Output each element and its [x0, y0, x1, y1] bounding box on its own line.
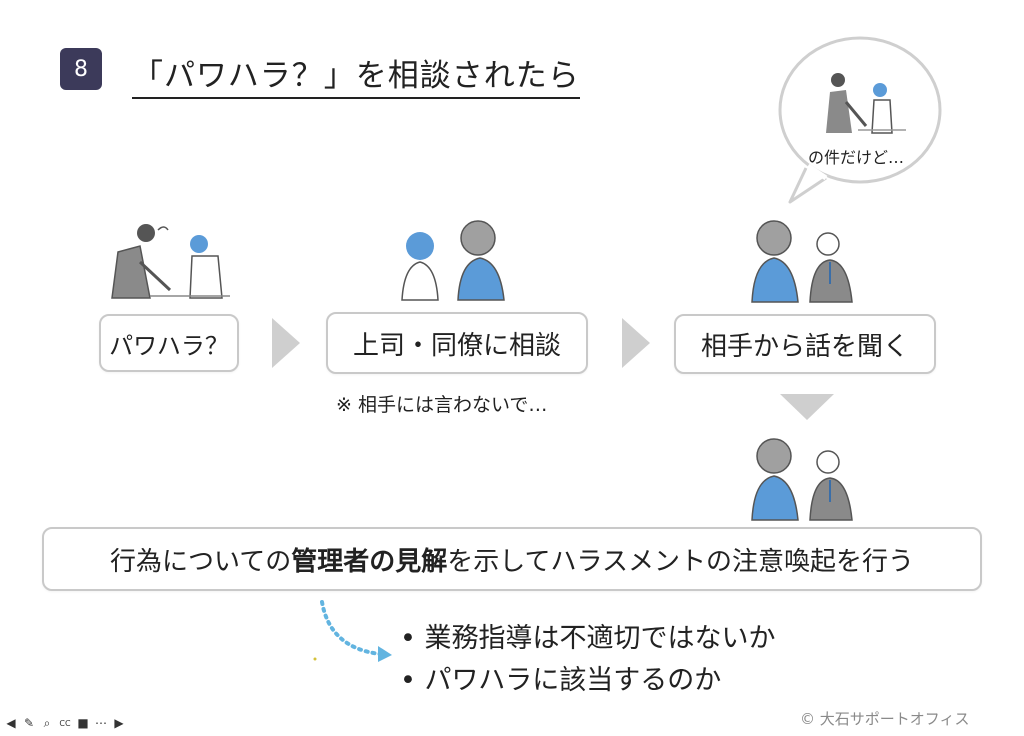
flow-arrow-right-2 [622, 318, 650, 368]
camera-icon[interactable]: ■ [77, 716, 89, 730]
step-label: 相手から話を聞く [700, 331, 909, 362]
step-box-consult: 上司・同僚に相談 [326, 312, 588, 374]
step-box-powerharassment: パワハラ？ [99, 314, 239, 372]
pen-icon[interactable]: ✎ [23, 716, 35, 730]
slide-title: 「パワハラ？」を相談されたら [132, 50, 580, 99]
listening-illustration-bottom [751, 438, 853, 521]
listening-illustration-top [751, 220, 853, 303]
flow-arrow-down [780, 394, 834, 420]
flow-arrow-right-1 [272, 318, 300, 368]
presentation-toolbar: ◀ ✎ ⌕ CC ■ ⋯ ▶ [4, 715, 126, 731]
slide-number-badge: 8 [60, 48, 102, 90]
captions-icon[interactable]: CC [59, 718, 71, 728]
bullet-list: • 業務指導は不適切ではないか • パワハラに該当するのか [400, 618, 776, 702]
speech-bubble [778, 36, 942, 204]
action-box: 行為についての管理者の見解を示してハラスメントの注意喚起を行う [42, 527, 982, 591]
step-box-hear-other-party: 相手から話を聞く [674, 314, 936, 374]
action-prefix: 行為についての [110, 546, 292, 577]
list-item: • パワハラに該当するのか [400, 665, 722, 696]
scolding-illustration [111, 224, 230, 299]
forward-icon[interactable]: ▶ [114, 716, 124, 730]
action-bold: 管理者の見解 [291, 546, 448, 577]
zoom-icon[interactable]: ⌕ [43, 715, 51, 730]
back-icon[interactable]: ◀ [6, 716, 16, 730]
note-text: ※ 相手には言わないで… [336, 394, 548, 416]
step-label: パワハラ？ [109, 331, 229, 360]
action-suffix: を示してハラスメントの注意喚起を行う [447, 546, 914, 577]
dotted-curve-arrow [320, 600, 392, 662]
list-item: • 業務指導は不適切ではないか [400, 623, 776, 654]
copyright-text: © 大石サポートオフィス [800, 710, 970, 728]
more-icon[interactable]: ⋯ [95, 716, 107, 730]
bubble-scene-illustration [826, 73, 906, 134]
consulting-illustration [401, 220, 505, 301]
step-label: 上司・同僚に相談 [352, 330, 561, 361]
bubble-text: の件だけど… [808, 148, 905, 167]
